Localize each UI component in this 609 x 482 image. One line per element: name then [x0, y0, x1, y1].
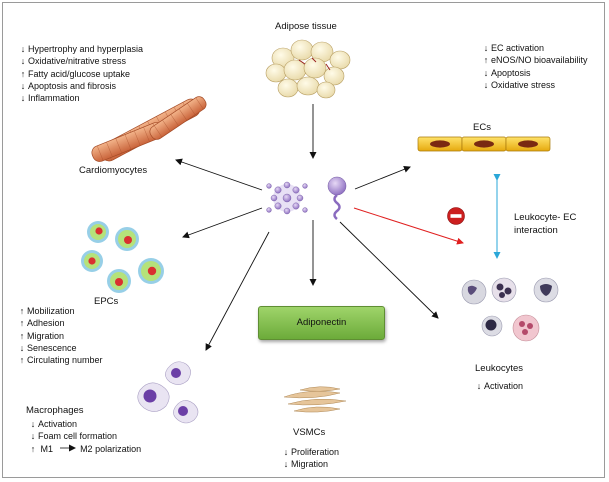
- effect-text: Inflammation: [28, 93, 80, 104]
- effect-text: Foam cell formation: [38, 431, 118, 442]
- effect-text: Apoptosis: [491, 67, 531, 78]
- down-arrow-icon: ↓: [20, 44, 26, 54]
- vsmc-effects-list: ↓Proliferation↓Migration: [281, 446, 339, 471]
- down-arrow-icon: ↓: [20, 93, 26, 104]
- epcs-illustration: [81, 221, 164, 293]
- arrow-to-leukocytes: [339, 221, 439, 319]
- up-arrow-icon: ↑: [483, 55, 489, 66]
- effect-item: ↑Adhesion: [17, 317, 103, 329]
- down-arrow-icon: ↓: [483, 79, 489, 90]
- leukocyte-effects-list: ↓Activation: [474, 380, 523, 392]
- effect-item: ↓Proliferation: [281, 446, 339, 458]
- effect-text: Adhesion: [27, 318, 65, 329]
- effect-text: Mobilization: [27, 306, 75, 316]
- label-leukocytes: Leukocytes: [475, 363, 524, 374]
- effect-item: ↓Activation: [474, 380, 523, 392]
- effect-text: Oxidative stress: [491, 79, 556, 90]
- up-arrow-icon: ↑: [19, 306, 25, 316]
- effect-item: ↓Oxidative stress: [481, 79, 588, 91]
- effect-text: Proliferation: [291, 447, 340, 457]
- up-arrow-icon: ↑: [20, 68, 26, 79]
- up-arrow-icon: ↑: [19, 330, 25, 341]
- leukocytes-illustration: [461, 277, 559, 342]
- effect-item: ↓Inflammation: [18, 92, 143, 104]
- up-arrow-icon: ↑: [19, 355, 25, 366]
- adipose-tissue-illustration: [265, 39, 351, 99]
- effect-text: Activation: [38, 419, 78, 429]
- down-arrow-icon: ↓: [483, 43, 489, 53]
- label-cardiomyocytes: Cardiomyocytes: [79, 165, 148, 176]
- macrophage-effects-list: ↓Activation↓Foam cell formation: [28, 418, 117, 443]
- effect-text: Fatty acid/glucose uptake: [28, 68, 131, 79]
- macrophage-polarization: ↑ M1 M2 polarization: [28, 443, 141, 455]
- down-arrow-icon: ↓: [20, 56, 26, 67]
- arrow-to-ecs: [354, 165, 411, 190]
- adiponectin-hexamer-illustration: [266, 181, 308, 215]
- effect-text: Senescence: [27, 342, 77, 353]
- down-arrow-icon: ↓: [283, 459, 289, 470]
- label-ecs: ECs: [473, 122, 491, 133]
- effect-item: ↓EC activation: [481, 42, 588, 54]
- label-vsmcs: VSMCs: [293, 427, 326, 438]
- effect-item: ↑eNOS/NO bioavailability: [481, 54, 588, 66]
- effect-text: Apoptosis and fibrosis: [28, 80, 117, 91]
- effect-item: ↑Migration: [17, 330, 103, 342]
- down-arrow-icon: ↓: [30, 431, 36, 442]
- effect-item: ↓Apoptosis: [481, 67, 588, 79]
- effect-text: eNOS/NO bioavailability: [491, 55, 588, 66]
- effect-text: EC activation: [491, 43, 545, 53]
- effect-item: ↓Oxidative/nitrative stress: [18, 55, 143, 67]
- effect-text: Migration: [27, 330, 65, 341]
- up-arrow-icon: ↑: [30, 444, 36, 454]
- label-leukocyte-ec-2: interaction: [514, 225, 558, 236]
- arrow-to-epcs: [182, 207, 263, 239]
- effect-item: ↓Foam cell formation: [28, 430, 117, 442]
- up-arrow-icon: ↑: [19, 318, 25, 329]
- effect-item: ↑Fatty acid/glucose uptake: [18, 68, 143, 80]
- polarization-to: M2 polarization: [80, 444, 142, 454]
- ec-effects-list: ↓EC activation↑eNOS/NO bioavailability↓A…: [481, 42, 588, 91]
- effect-item: ↓Senescence: [17, 342, 103, 354]
- adiponectin-box: Adiponectin: [258, 306, 385, 340]
- ecs-illustration: [417, 136, 551, 152]
- label-macrophages: Macrophages: [26, 405, 84, 416]
- effect-item: ↑Circulating number: [17, 354, 103, 366]
- label-adiponectin: Adiponectin: [296, 317, 347, 328]
- epc-effects-list: ↑Mobilization↑Adhesion↑Migration↓Senesce…: [17, 305, 103, 366]
- down-arrow-icon: ↓: [483, 67, 489, 78]
- cardiomyocytes-illustration: [91, 96, 207, 162]
- vsmcs-illustration: [283, 386, 347, 413]
- down-arrow-icon: ↓: [20, 80, 26, 91]
- cardiomyocyte-effects-list: ↓Hypertrophy and hyperplasia↓Oxidative/n…: [18, 43, 143, 104]
- inhibit-sign-icon: [447, 207, 465, 225]
- effect-item: ↑Mobilization: [17, 305, 103, 317]
- effect-item: ↓Hypertrophy and hyperplasia: [18, 43, 143, 55]
- effect-text: Circulating number: [27, 355, 103, 366]
- label-adipose-tissue: Adipose tissue: [275, 21, 337, 32]
- arrow-to-cardiomyocytes: [175, 158, 263, 191]
- effect-text: Activation: [484, 381, 524, 391]
- effect-item: ↓Activation: [28, 418, 117, 430]
- arrow-to-macrophages: [205, 231, 270, 351]
- effect-text: Oxidative/nitrative stress: [28, 56, 127, 67]
- label-epcs: EPCs: [94, 296, 119, 307]
- diagram-frame: [2, 2, 605, 478]
- down-arrow-icon: ↓: [283, 447, 289, 457]
- effect-item: ↓Apoptosis and fibrosis: [18, 80, 143, 92]
- macrophages-illustration: [137, 361, 199, 424]
- effect-item: ↓Migration: [281, 458, 339, 470]
- label-leukocyte-ec-1: Leukocyte- EC: [514, 212, 577, 223]
- down-arrow-icon: ↓: [30, 419, 36, 429]
- adiponectin-monomer-illustration: [327, 176, 347, 220]
- effect-text: Hypertrophy and hyperplasia: [28, 44, 144, 54]
- down-arrow-icon: ↓: [476, 381, 482, 391]
- effect-text: Migration: [291, 459, 329, 470]
- down-arrow-icon: ↓: [19, 342, 25, 353]
- inhibit-arrow-leukocyte-ec: [353, 207, 464, 245]
- polarization-from: M1: [40, 444, 54, 454]
